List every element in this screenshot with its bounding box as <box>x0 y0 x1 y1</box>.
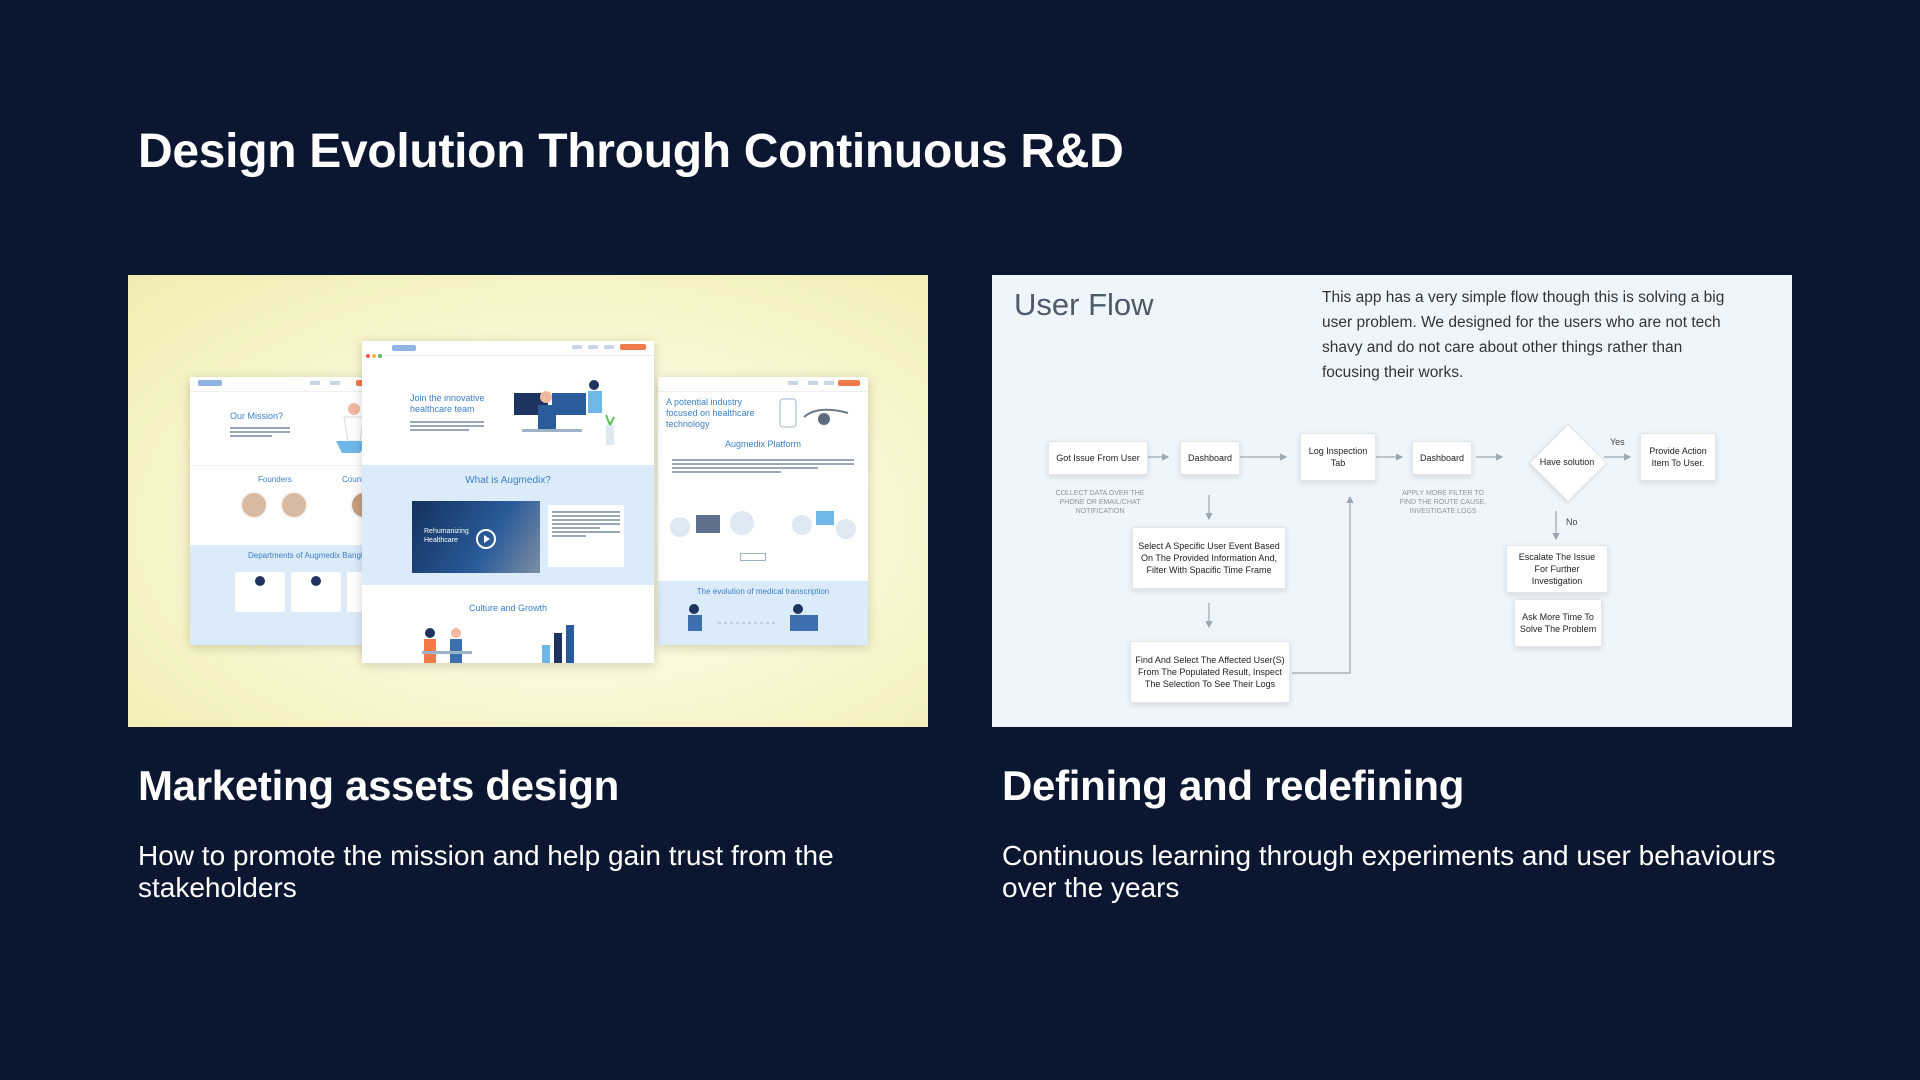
platform-diagram <box>670 511 856 539</box>
center-hero-text: Join the innovative healthcare team <box>410 393 485 414</box>
slide-title: Design Evolution Through Continuous R&D <box>138 125 1124 178</box>
founders-label: Founders <box>258 475 292 484</box>
flow-note-apply-filter: APPLY MORE FILTER TO FIND THE ROUTE CAUS… <box>1399 490 1487 515</box>
flow-no-label: No <box>1566 517 1578 527</box>
evolution-label: The evolution of medical transcription <box>696 587 830 596</box>
culture-illustration <box>422 625 574 663</box>
section-title: What is Augmedix? <box>465 475 551 486</box>
flow-node-find-users: Find And Select The Affected User(S) Fro… <box>1130 641 1290 703</box>
flow-node-dashboard-2: Dashboard <box>1412 441 1472 475</box>
flow-node-log-inspection: Log Inspection Tab <box>1300 433 1376 481</box>
video-label: Rehumanizing Healthcare <box>424 528 469 544</box>
mockup-page-center: Join the innovative healthcare team What… <box>362 341 654 663</box>
flow-node-got-issue: Got Issue From User <box>1048 441 1148 475</box>
country-label: Country <box>342 475 371 484</box>
departments-label: Departments of Augmedix Bangla <box>248 551 368 560</box>
flow-node-ask-time: Ask More Time To Solve The Problem <box>1514 599 1602 647</box>
flow-node-dashboard-1: Dashboard <box>1180 441 1240 475</box>
mission-illustration <box>336 403 376 453</box>
founder-avatar <box>280 491 308 519</box>
marketing-assets-image: Our Mission? Founders Country Department… <box>128 275 928 727</box>
flow-connectors <box>1148 453 1632 674</box>
mockup-page-left: Our Mission? Founders Country Department… <box>190 377 386 645</box>
user-flow-intro: This app has a very simple flow though t… <box>1322 289 1725 381</box>
platform-label: Augmedix Platform <box>724 439 802 449</box>
mission-label: Our Mission? <box>230 411 284 421</box>
flow-node-select-event: Select A Specific User Event Based On Th… <box>1132 527 1286 589</box>
flow-note-collect: COLLECT DATA OVER THE PHONE OR EMAIL/CHA… <box>1055 490 1145 515</box>
glasses-illustration <box>779 398 849 428</box>
user-flow-diagram: User Flow This app has a very simple flo… <box>992 275 1792 727</box>
flow-yes-label: Yes <box>1610 437 1625 447</box>
defining-description: Continuous learning through experiments … <box>1002 840 1776 903</box>
video-thumbnail[interactable]: Rehumanizing Healthcare <box>412 501 540 573</box>
marketing-title: Marketing assets design <box>138 762 619 809</box>
defining-title: Defining and redefining <box>1002 762 1465 809</box>
mockup-page-right: A potential industry focused on healthca… <box>658 377 868 645</box>
user-flow-heading: User Flow <box>1014 287 1154 322</box>
founder-avatar <box>240 491 268 519</box>
marketing-description: How to promote the mission and help gain… <box>138 840 834 903</box>
flow-node-escalate: Escalate The Issue For Further Investiga… <box>1506 545 1608 593</box>
play-icon[interactable] <box>476 529 496 549</box>
evolution-illustration <box>688 604 818 631</box>
flow-decision-have-solution: Have solution <box>1529 424 1607 502</box>
right-hero-text: A potential industry focused on healthca… <box>666 397 755 429</box>
flow-node-provide-action: Provide Action Item To User. <box>1640 433 1716 481</box>
team-illustration <box>514 380 615 445</box>
culture-label: Culture and Growth <box>468 603 548 613</box>
